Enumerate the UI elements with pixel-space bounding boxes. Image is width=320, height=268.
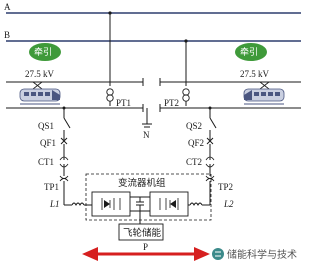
neutral-label: N bbox=[143, 130, 150, 140]
converter-label: 变流器机组 bbox=[118, 177, 166, 189]
right-feeder: QS2 QF2 CT2 bbox=[186, 106, 217, 176]
l2-label: L2 bbox=[223, 199, 234, 209]
pt1-branch: PT1 bbox=[106, 11, 131, 108]
traction-left-label: 牵引 bbox=[34, 47, 52, 58]
flywheel-label: 飞轮储能 bbox=[123, 227, 162, 239]
flywheel-box bbox=[118, 223, 164, 241]
neutral-point: N bbox=[142, 108, 152, 140]
converter-left-icon bbox=[91, 191, 131, 217]
traction-left: 牵引 bbox=[29, 43, 61, 61]
voltage-right-label: 27.5 kV bbox=[240, 69, 270, 79]
left-feeder: QS1 QF1 CT1 bbox=[38, 106, 71, 176]
traction-right: 牵引 bbox=[235, 43, 267, 61]
ct1-label: CT1 bbox=[38, 157, 54, 167]
watermark: 储能科学与技术 bbox=[212, 248, 297, 261]
diagram-canvas: A B PT1 PT2 牵引 牵引 27.5 kV 27.5 kV bbox=[4, 2, 301, 261]
l1-label: L1 bbox=[49, 199, 60, 209]
power-label: P bbox=[143, 242, 148, 252]
voltage-left-label: 27.5 kV bbox=[25, 69, 55, 79]
tp1-label: TP1 bbox=[44, 182, 59, 192]
train-left-icon bbox=[19, 81, 61, 105]
qf1-label: QF1 bbox=[40, 138, 56, 148]
ct2-label: CT2 bbox=[186, 157, 202, 167]
watermark-text: 储能科学与技术 bbox=[227, 248, 297, 261]
pt2-branch: PT2 bbox=[164, 39, 190, 108]
pt2-label: PT2 bbox=[164, 98, 179, 108]
converter-group-box bbox=[85, 173, 212, 221]
bus-b-label: B bbox=[4, 30, 10, 40]
tp2-label: TP2 bbox=[218, 182, 233, 192]
watermark-logo-icon bbox=[212, 248, 224, 260]
qs1-label: QS1 bbox=[38, 121, 54, 131]
traction-right-label: 牵引 bbox=[240, 47, 258, 58]
qf2-label: QF2 bbox=[188, 138, 204, 148]
converter-right-icon bbox=[149, 191, 189, 217]
tp1-transformer: TP1 L1 bbox=[44, 175, 92, 209]
power-flow-arrow-icon bbox=[82, 247, 210, 261]
train-right-icon bbox=[243, 81, 285, 105]
qs2-label: QS2 bbox=[186, 121, 202, 131]
dc-link bbox=[130, 196, 150, 228]
pt1-label: PT1 bbox=[116, 98, 131, 108]
tp2-transformer: TP2 L2 bbox=[184, 175, 234, 209]
bus-a-label: A bbox=[4, 2, 11, 12]
